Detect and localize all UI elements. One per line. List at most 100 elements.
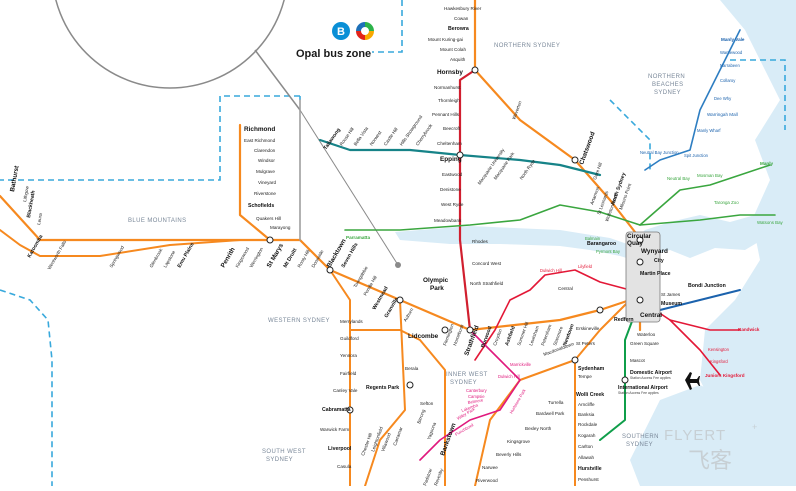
station-label[interactable]: Normanhurst [434,85,461,90]
station-label[interactable]: Taronga Zoo [714,200,739,205]
station-label[interactable]: Canley Vale [333,388,358,393]
station-label[interactable]: Barangaroo [587,241,616,247]
station-label[interactable]: Bexley North [525,426,552,431]
station-label[interactable]: Beverly Hills [496,452,522,457]
station-label[interactable]: Berala [405,366,419,371]
station-label[interactable]: Petersham [540,324,552,347]
station-label[interactable]: Mount Colah [440,47,466,52]
station-label[interactable]: Springwood [109,245,126,269]
station-label[interactable]: Campsie [468,394,485,399]
station-label[interactable]: Liverpool [328,446,352,452]
station-label[interactable]: Sefton [420,401,434,406]
station-label[interactable]: Quay [627,240,643,247]
station-label[interactable]: Belmore [467,397,484,405]
station-label[interactable]: City [654,258,664,264]
station-label[interactable]: Kingsford [710,359,728,364]
station-label[interactable]: Rooty Hill [297,249,311,269]
station-label[interactable]: Marayong [270,225,291,230]
station-label[interactable]: Wolli Creek [576,392,604,398]
station-label[interactable]: Narwee [482,465,498,470]
station-label[interactable]: Museum [661,301,682,307]
station-label[interactable]: Manly Vale [721,37,745,42]
station-label[interactable]: Casula [337,464,352,469]
station-label[interactable]: Ashfield [504,325,517,346]
station-label[interactable]: Narrabeen [720,63,740,68]
station-label[interactable]: Epping [440,156,462,163]
station-label[interactable]: Homebush [452,323,464,346]
station-label[interactable]: Carramar [392,426,403,446]
station-label[interactable]: Birrong [416,408,426,424]
station-label[interactable]: Neutral Bay [667,176,691,181]
station-label[interactable]: Artarmon [589,185,600,205]
station-label[interactable]: Yagoona [426,421,437,440]
station-label[interactable]: Station Access Fee applies [618,391,659,395]
station-label[interactable]: Sydenham [578,366,605,372]
station-label[interactable]: St James [661,292,681,297]
station-label[interactable]: Marrickville [510,362,532,367]
station-label[interactable]: Cowan [454,16,469,21]
station-label[interactable]: Penshurst [578,477,599,482]
station-label[interactable]: Yennora [340,353,357,358]
station-label[interactable]: Circular [627,233,652,240]
station-label[interactable]: Croydon [492,328,503,346]
station-label[interactable]: Guildford [340,336,359,341]
station-label[interactable]: Manly [760,161,773,166]
station-label[interactable]: Asquith [450,57,466,62]
station-label[interactable]: West Ryde [441,202,464,207]
station-label[interactable]: Bella Vista [353,126,370,147]
station-label[interactable]: Park [430,285,444,292]
station-label[interactable]: Mount Kuring-gai [428,37,463,42]
station-label[interactable]: Windsor [258,158,275,163]
station-label[interactable]: Wentworth Falls [47,239,68,271]
station-label[interactable]: Auburn [403,307,415,323]
station-label[interactable]: Gore Hill [592,162,603,181]
station-label[interactable]: Banksia [578,412,595,417]
station-label[interactable]: Arncliffe [578,402,595,407]
station-label[interactable]: Rockdale [578,422,598,427]
station-label[interactable]: Lewisham [528,325,540,346]
station-label[interactable]: Padstow [422,467,433,486]
station-label[interactable]: Parramatta [346,235,370,240]
station-label[interactable]: Bathurst [9,164,21,192]
station-label[interactable]: Berowra [448,26,469,32]
station-label[interactable]: Stanmore [552,325,564,346]
station-label[interactable]: Dulwich Hill [540,268,562,273]
station-label[interactable]: Fairfield [340,371,357,376]
station-label[interactable]: Hawkesbury River [444,6,482,11]
station-label[interactable]: Granville [384,297,400,319]
station-label[interactable]: Chatswood [578,131,596,166]
station-label[interactable]: St Peters [576,341,596,346]
station-label[interactable]: Lilyfield [578,264,593,269]
station-label[interactable]: Eastwood [442,172,463,177]
station-label[interactable]: North Strathfield [470,281,504,286]
station-label[interactable]: Carlton [578,444,593,449]
station-label[interactable]: Collaroy [720,78,736,83]
station-label[interactable]: Chester Hill [360,432,373,456]
station-label[interactable]: Martin Place [640,271,671,277]
station-label[interactable]: Central [640,312,662,319]
station-label[interactable]: Redfern [614,317,634,323]
station-label[interactable]: Station Access Fee applies [630,376,671,380]
station-label[interactable]: Thornleigh [438,98,460,103]
station-label[interactable]: Kogarah [578,433,596,438]
station-label[interactable]: Domestic Airport [630,370,672,376]
station-label[interactable]: Denistone [440,187,461,192]
station-label[interactable]: Cheltenham [437,141,462,146]
station-label[interactable]: Merrylands [340,319,363,324]
station-label[interactable]: Waterloo [637,332,656,337]
station-label[interactable]: Regents Park [366,385,399,391]
station-label[interactable]: International Airport [618,385,668,391]
station-label[interactable]: Quakers Hill [256,216,281,221]
station-label[interactable]: Werrington [249,246,265,268]
station-label[interactable]: Vineyard [258,180,276,185]
station-label[interactable]: Lithgow [22,185,30,202]
station-label[interactable]: Waverton [511,100,523,120]
station-label[interactable]: Tallawong [323,127,342,151]
station-label[interactable]: Kingsgrove [507,439,530,444]
station-label[interactable]: Allawah [578,455,595,460]
station-label[interactable]: Norwest [369,129,383,146]
station-label[interactable]: Pyrmont Bay [596,249,621,254]
station-label[interactable]: Lidcombe [408,333,439,340]
station-label[interactable]: Tempe [578,374,592,379]
station-label[interactable]: Wynyard [641,248,668,255]
